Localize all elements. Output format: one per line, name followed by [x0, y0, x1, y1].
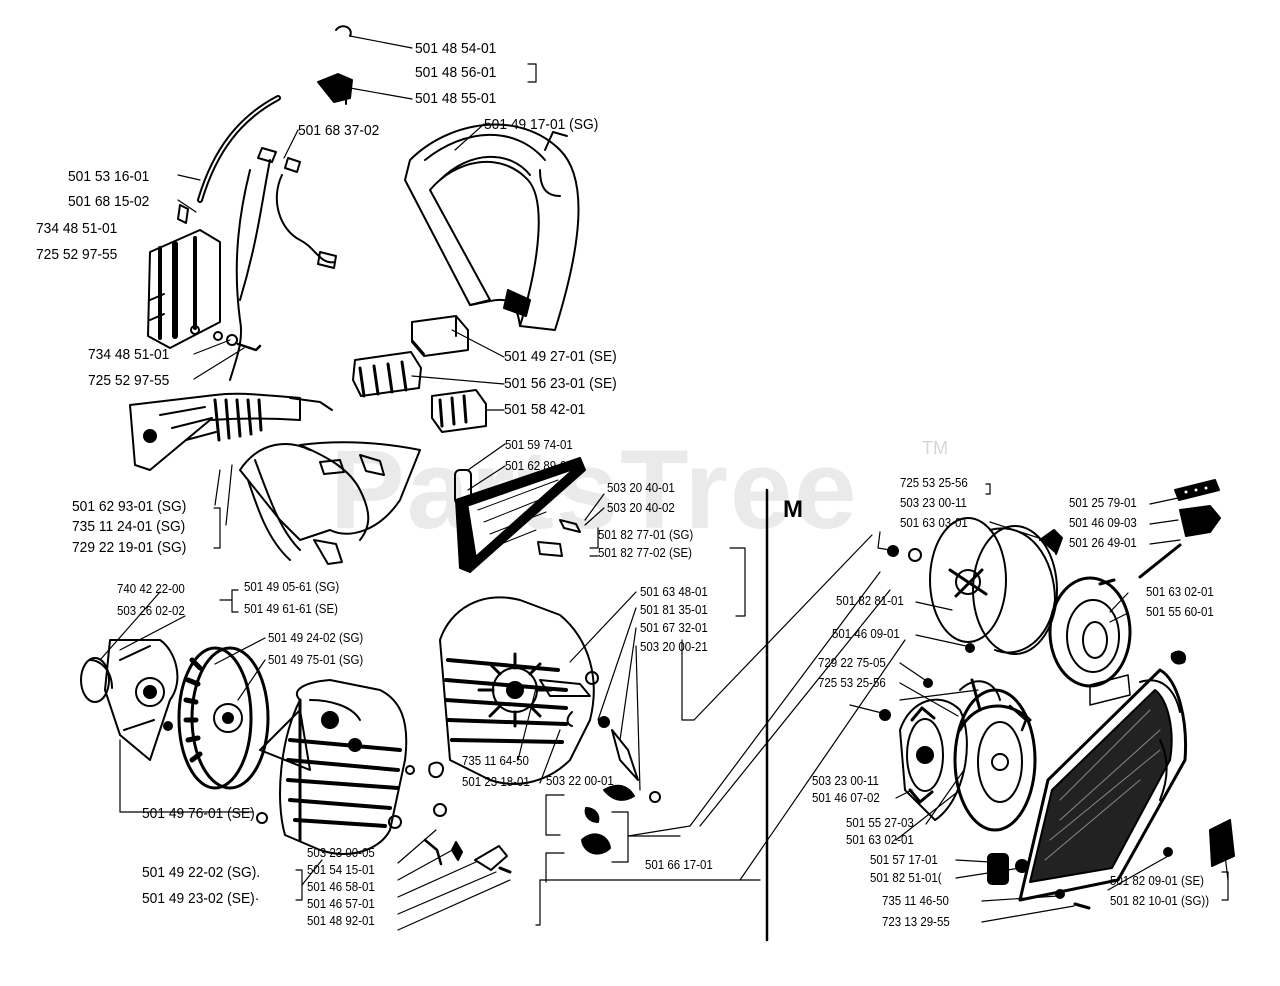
trademark-symbol: TM: [922, 438, 948, 458]
part-label: 501 46 09-01: [832, 627, 900, 641]
part-label: 501 82 77-01 (SG): [598, 528, 694, 542]
part-label: 729 22 19-01 (SG): [72, 539, 187, 556]
part-label: 501 58 42-01: [504, 401, 586, 418]
part-label: 501 63 03-01: [900, 516, 968, 530]
part-label: 501 53 16-01: [68, 168, 150, 185]
part-label: 725 52 97-55: [88, 372, 170, 389]
brake-brackets: [352, 315, 487, 433]
part-label: 501 63 48-01: [640, 585, 708, 599]
part-label: 501 82 77-02 (SE): [598, 546, 692, 560]
part-label: 501 62 89-01: [505, 459, 573, 473]
part-label: 503 20 00-21: [640, 640, 708, 654]
watermark-text: PartsTree: [330, 427, 859, 552]
part-label: 501 63 02-01: [846, 833, 914, 847]
part-label: 725 53 25-56: [818, 676, 886, 690]
leader-lines: [99, 35, 1229, 931]
starter-pawl-assembly: [879, 678, 1037, 832]
small-parts-centre: [581, 807, 611, 855]
part-label: 501 82 81-01: [836, 594, 904, 608]
part-label: 501 48 92-01: [307, 914, 375, 928]
part-label: 501 49 17-01 (SG): [484, 116, 599, 133]
part-label: 735 11 24-01 (SG): [72, 518, 186, 535]
part-label: 501 81 35-01: [640, 603, 708, 617]
part-label: 503 23 00-11: [812, 774, 879, 788]
part-label: 501 82 51-01(: [870, 871, 942, 885]
part-label: 501 46 07-02: [812, 791, 880, 805]
air-filter: [455, 457, 586, 573]
ignition-module: [147, 204, 262, 352]
part-label: 501 49 23-02 (SE)·: [142, 890, 260, 907]
part-label: 503 20 40-02: [607, 501, 675, 515]
part-label: 501 56 23-01 (SE): [504, 375, 617, 392]
fan-housing: [439, 596, 661, 803]
section-marker-m: M: [783, 496, 803, 523]
part-label: 735 11 46-50: [882, 894, 949, 908]
chain-guard-plate: [129, 392, 333, 471]
part-label: 501 26 49-01: [1069, 536, 1137, 550]
engine-block: [259, 679, 512, 874]
part-label: 501 49 61-61 (SE): [244, 602, 338, 616]
part-label: 501 23 18-01: [462, 775, 530, 789]
part-label: 501 54 15-01: [307, 863, 375, 877]
part-label: 501 57 17-01: [870, 853, 938, 867]
starter-housing: [987, 668, 1235, 910]
part-label: 729 22 75-05: [818, 656, 886, 670]
part-label: 725 52 97-55: [36, 246, 118, 263]
part-label: 501 55 60-01: [1146, 605, 1214, 619]
part-label: 723 13 29-55: [882, 915, 950, 929]
ignition-wiring: [197, 25, 353, 381]
part-label: 501 49 05-61 (SG): [244, 580, 340, 594]
part-label: 725 53 25-56: [900, 476, 968, 490]
part-label: 501 48 55-01: [415, 90, 497, 107]
part-label: 503 20 40-01: [607, 481, 675, 495]
part-label: 734 48 51-01: [88, 346, 170, 363]
part-label: 501 63 02-01: [1146, 585, 1214, 599]
part-label: 734 48 51-01: [36, 220, 118, 237]
part-label: 501 62 93-01 (SG): [72, 498, 187, 515]
part-label: 501 25 79-01: [1069, 496, 1137, 510]
part-label: 501 68 37-02: [298, 122, 380, 139]
part-label: 501 49 24-02 (SG): [268, 631, 364, 645]
part-label: 503 26 02-02: [117, 604, 185, 618]
part-label: 501 46 58-01: [307, 880, 375, 894]
part-label: 501 59 74-01: [505, 438, 573, 452]
crankcase-part: [239, 441, 472, 565]
front-handle: [404, 123, 580, 331]
part-label: 501 49 22-02 (SG).: [142, 864, 261, 881]
part-label: 503 23 00-05: [307, 846, 375, 860]
part-label: 501 48 56-01: [415, 64, 497, 81]
part-label: 501 82 10-01 (SG)): [1110, 894, 1210, 908]
part-label: 501 46 09-03: [1069, 516, 1137, 530]
part-label: 501 68 15-02: [68, 193, 150, 210]
part-label: 501 49 27-01 (SE): [504, 348, 617, 365]
part-label: 501 66 17-01: [645, 858, 713, 872]
part-label: 501 46 57-01: [307, 897, 375, 911]
flywheel-assembly: [80, 639, 270, 824]
part-label: 503 22 00-01: [546, 774, 614, 788]
part-label: 501 55 27-03: [846, 816, 914, 830]
part-label: 740 42 22-00: [117, 582, 185, 596]
part-label: 735 11 64-50: [462, 754, 529, 768]
part-label: 501 82 09-01 (SE): [1110, 874, 1204, 888]
part-label: 501 49 75-01 (SG): [268, 653, 364, 667]
part-label: 501 67 32-01: [640, 621, 708, 635]
part-label: 501 48 54-01: [415, 40, 497, 57]
decal-and-connector: [1138, 479, 1221, 579]
part-label: 503 23 00-11: [900, 496, 967, 510]
part-label: 501 49 76-01 (SE): [142, 805, 255, 822]
starter-pulley-top: [887, 517, 1063, 655]
